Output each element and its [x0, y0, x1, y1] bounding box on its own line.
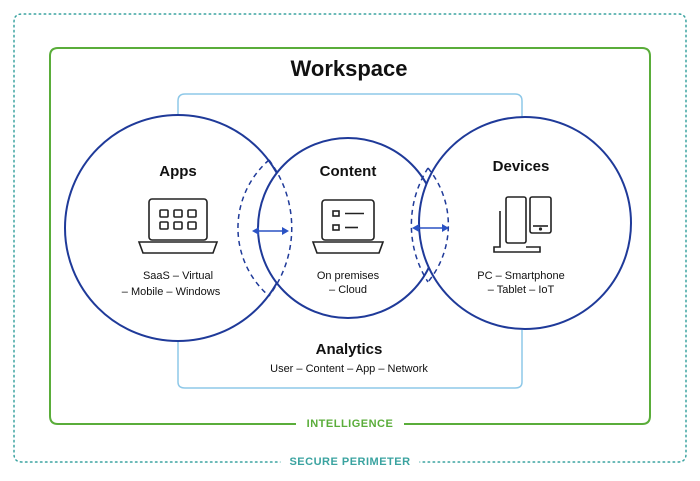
apps-line1: SaaS – Virtual — [142, 270, 214, 282]
devices-circle — [418, 116, 632, 330]
workspace-title: Workspace — [290, 56, 408, 81]
multi-device-icon — [493, 196, 552, 253]
content-devices-arrow-icon — [412, 224, 449, 232]
apps-line2: – Mobile – Windows — [121, 286, 221, 298]
devices-line1: PC – Smartphone — [477, 270, 565, 282]
document-list-laptop-icon — [311, 199, 385, 254]
devices-line2: – Tablet – IoT — [487, 284, 555, 296]
devices-title: Devices — [492, 158, 550, 175]
apps-title: Apps — [159, 163, 197, 180]
content-line1: On premises — [316, 270, 380, 282]
analytics-title: Analytics — [315, 341, 383, 358]
content-overlap-edge-left — [237, 159, 270, 297]
secure-perimeter-label: SECURE PERIMETER — [280, 456, 420, 468]
top-connector-line — [177, 93, 523, 119]
bottom-connector-line — [177, 330, 523, 389]
content-title: Content — [319, 163, 377, 180]
apps-content-arrow-icon — [252, 227, 289, 235]
secure-perimeter-frame — [13, 13, 687, 463]
apps-overlap-edge — [268, 159, 293, 297]
content-line2: – Cloud — [329, 284, 367, 296]
app-grid-laptop-icon — [137, 198, 219, 254]
intelligence-label: INTELLIGENCE — [297, 418, 403, 430]
intelligence-frame — [49, 47, 651, 425]
analytics-subtitle: User – Content – App – Network — [270, 363, 428, 375]
